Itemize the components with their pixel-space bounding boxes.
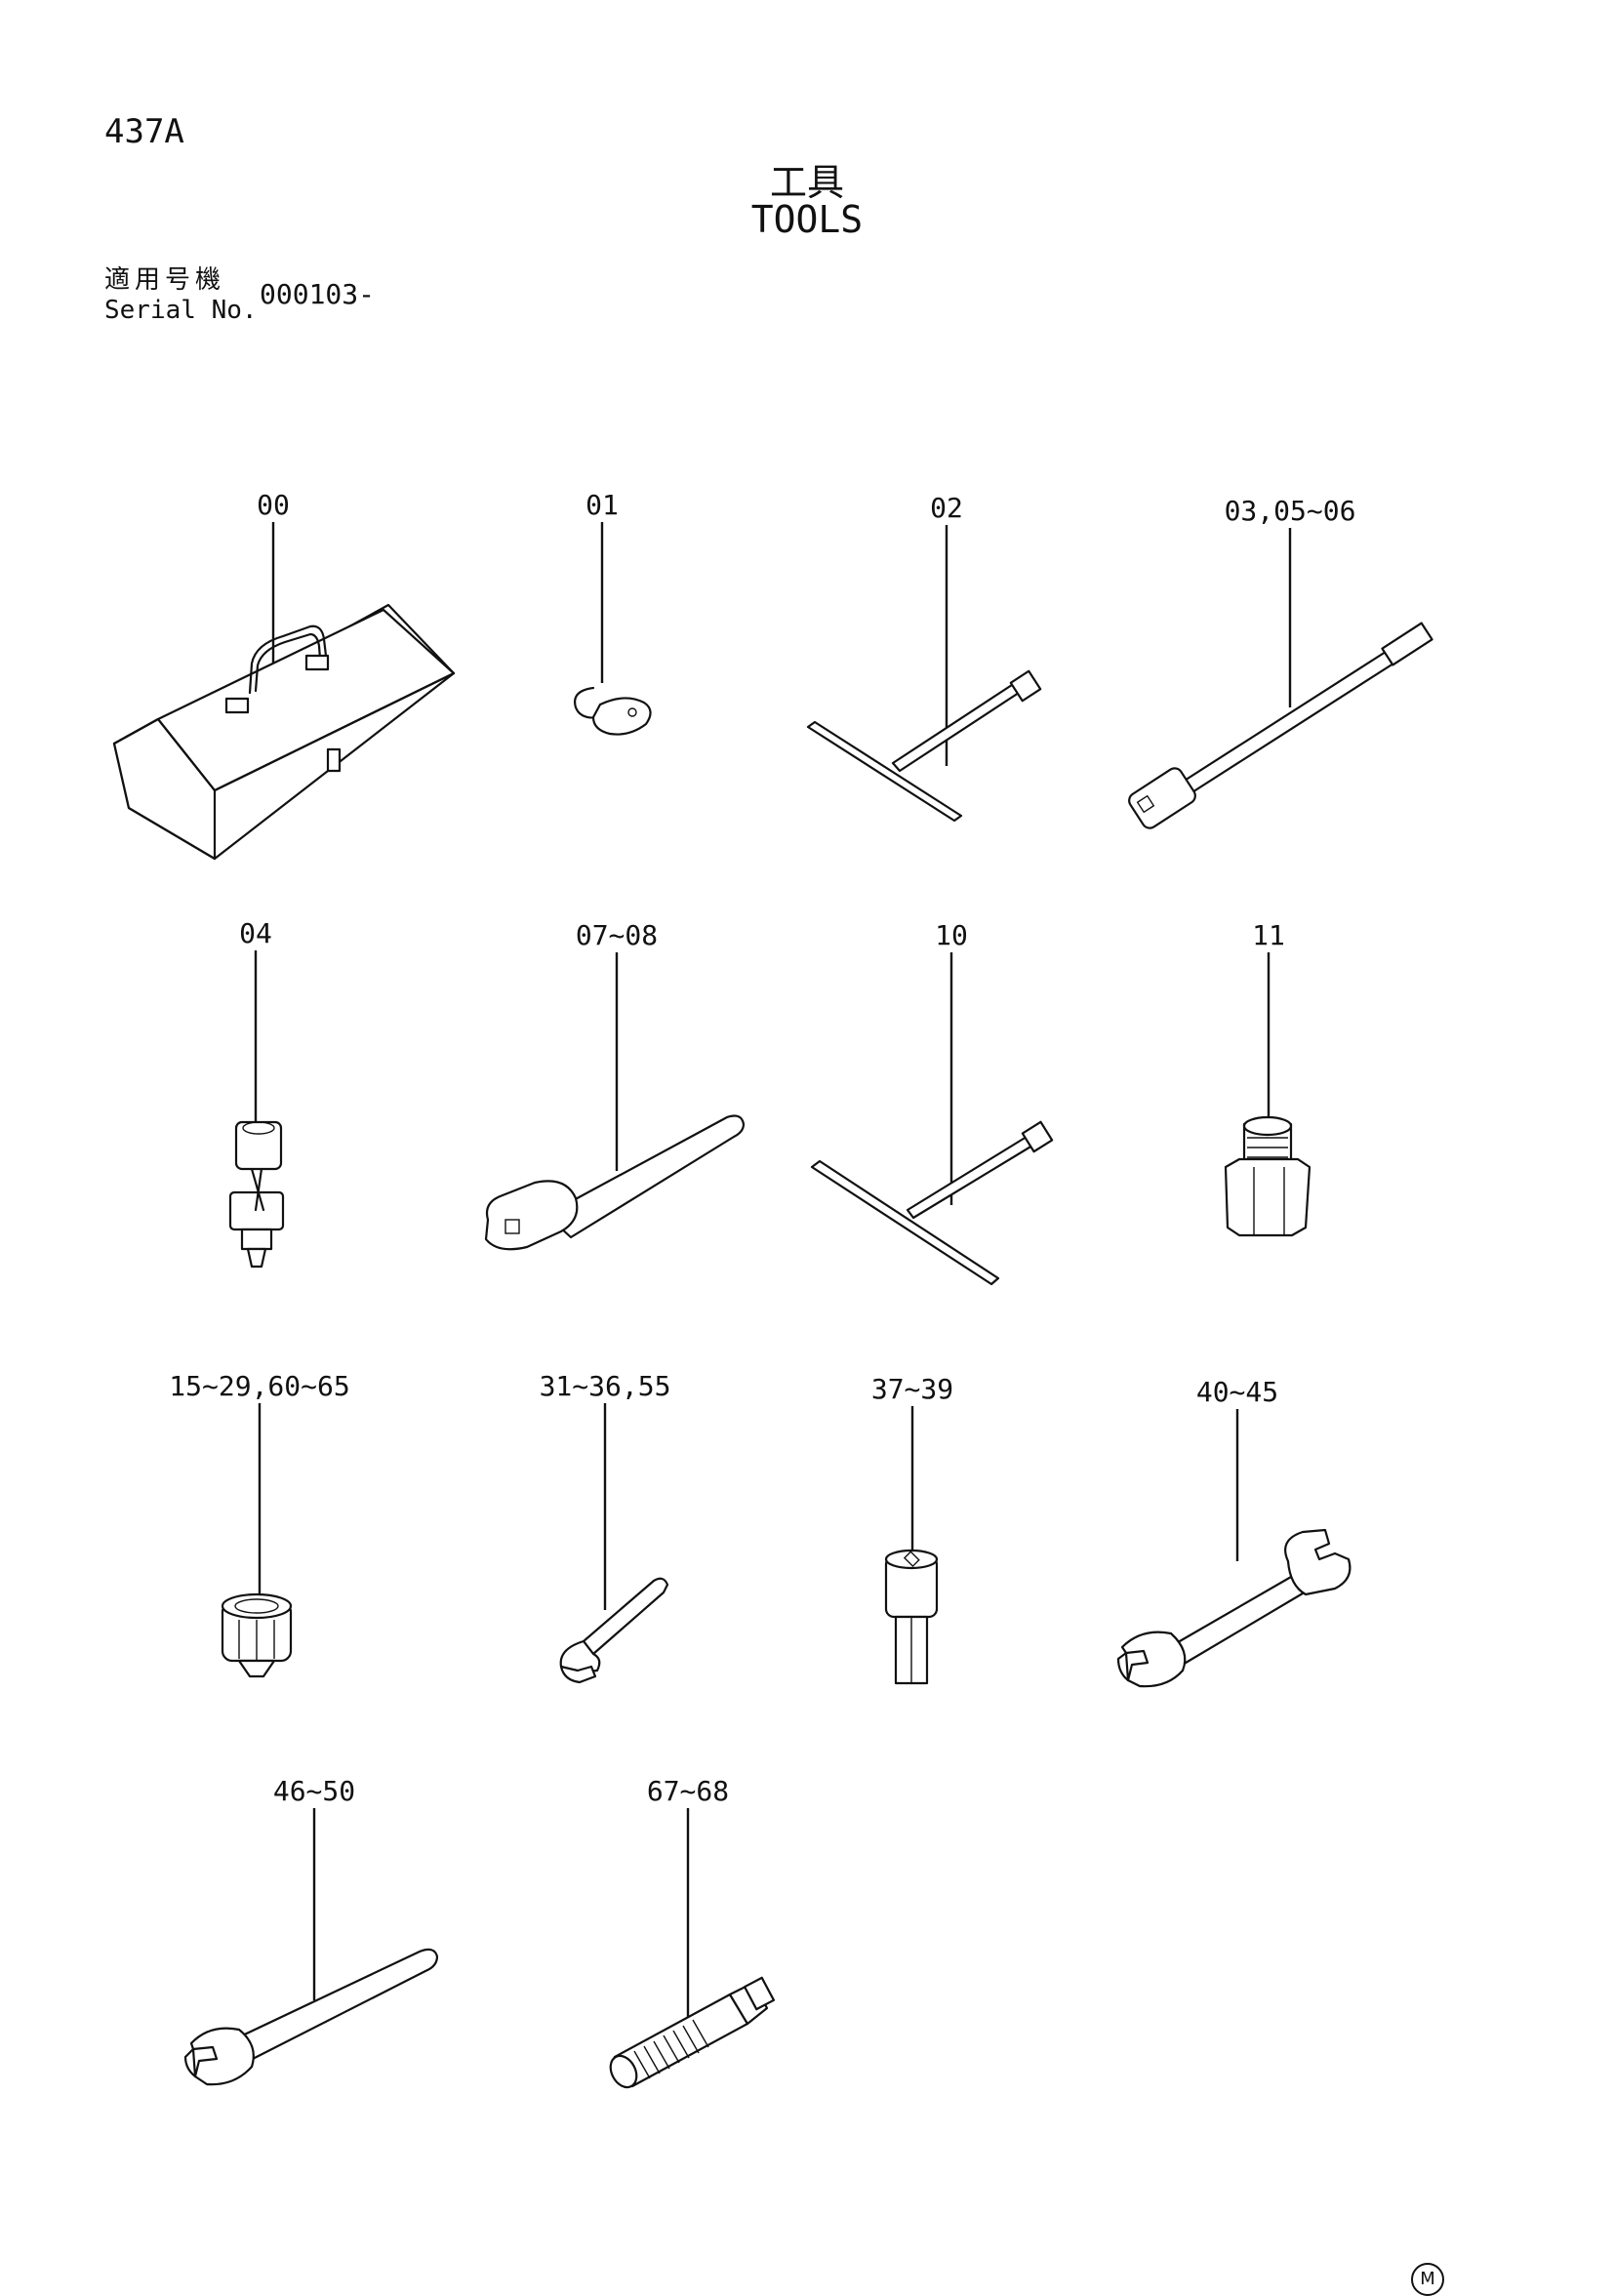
callout-label: 10 (935, 919, 968, 951)
universal-joint-icon (228, 1120, 285, 1269)
callout-label: 07~08 (576, 919, 658, 951)
ratchet-handle-icon (484, 1114, 746, 1251)
callout-07-08: 07~08 (576, 919, 658, 1171)
callout-label: 67~68 (647, 1775, 729, 1807)
double-open-end-wrench-icon (1116, 1528, 1352, 1688)
hex-bit-socket-icon (884, 1549, 939, 1685)
callout-10: 10 (935, 919, 968, 1205)
page-code: 437A (104, 112, 184, 151)
registered-mark-icon: M (1411, 2263, 1444, 2296)
callout-15-29-60-65: 15~29,60~65 (169, 1370, 350, 1596)
t-handle-wrench-icon (806, 669, 1042, 823)
adapter-fitting-icon (1224, 1115, 1311, 1237)
page-title: TOOLS (750, 198, 864, 241)
serial-label-japanese: 適用号機 (104, 265, 226, 295)
page-title-japanese: 工具 (769, 161, 844, 204)
callout-03-05-06: 03,05~06 (1225, 495, 1356, 707)
socket-icon (221, 1592, 293, 1678)
toolbox-icon (112, 603, 456, 861)
callout-67-68: 67~68 (647, 1775, 729, 2025)
callout-02: 02 (930, 492, 963, 766)
callout-label: 04 (239, 917, 272, 949)
single-open-end-wrench-icon (183, 1948, 439, 2086)
callout-11: 11 (1252, 919, 1285, 1122)
callout-label: 15~29,60~65 (169, 1370, 349, 1402)
callout-04: 04 (239, 917, 272, 1122)
callout-01: 01 (585, 489, 619, 683)
callout-label: 03,05~06 (1225, 495, 1356, 527)
extension-bar-icon (1128, 622, 1433, 829)
hook-key-icon (574, 686, 652, 736)
callout-label: 11 (1252, 919, 1285, 951)
hex-key-icon (559, 1577, 669, 1684)
callout-46-50: 46~50 (273, 1775, 355, 2000)
callout-label: 01 (585, 489, 619, 521)
callout-31-36-55: 31~36,55 (540, 1370, 671, 1610)
callout-label: 31~36,55 (540, 1370, 671, 1402)
callout-37-39: 37~39 (871, 1373, 953, 1553)
t-handle-wrench-icon (810, 1120, 1054, 1286)
serial-number: 000103- (260, 278, 376, 310)
serial-label: Serial No. (104, 296, 258, 325)
callout-label: 02 (930, 492, 963, 524)
callout-40-45: 40~45 (1196, 1376, 1278, 1561)
threaded-adapter-icon (609, 1976, 776, 2089)
callout-label: 40~45 (1196, 1376, 1278, 1408)
callout-label: 00 (257, 489, 290, 521)
callout-label: 37~39 (871, 1373, 953, 1405)
callout-00: 00 (257, 489, 290, 678)
callout-label: 46~50 (273, 1775, 355, 1807)
